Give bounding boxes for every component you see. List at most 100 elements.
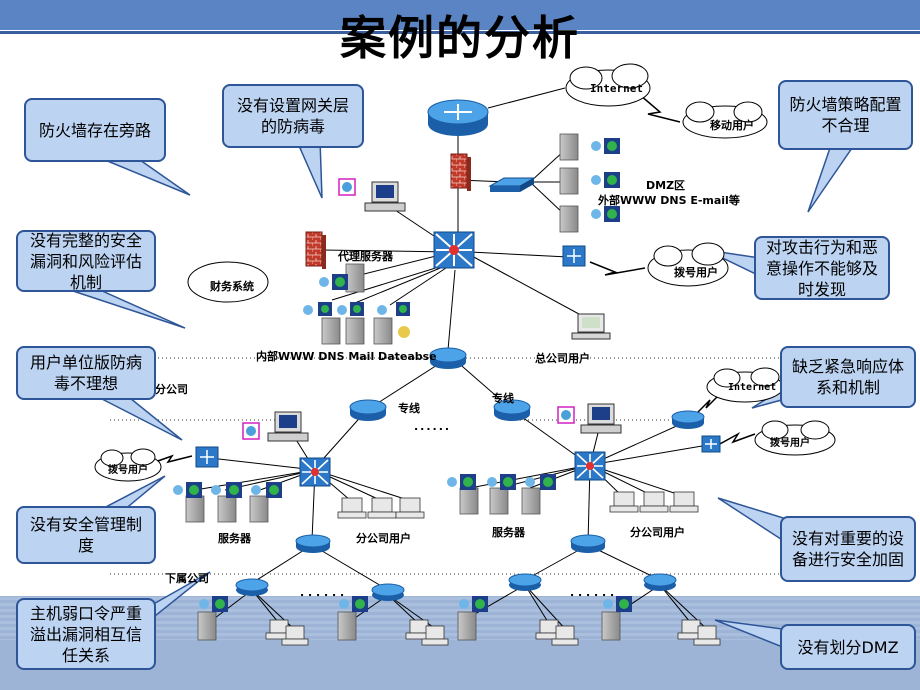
- callout-no-security-management: 没有安全管理制度: [16, 506, 156, 564]
- cloud-dialup-top: [647, 242, 729, 287]
- label-servers-right: 服务器: [492, 526, 525, 539]
- label-branch-users-left: 分公司用户: [356, 532, 411, 545]
- router-branch-left: [349, 399, 387, 421]
- server-right-1: [459, 487, 479, 515]
- label-dialup-left: 拨号用户: [108, 465, 148, 476]
- callout-antivirus-weak: 用户单位版防病毒不理想: [16, 346, 156, 400]
- dmz-switch: [488, 177, 536, 192]
- label-hq-users: 总公司用户: [535, 352, 590, 365]
- server-sub-1: [197, 611, 217, 641]
- label-dots-mid: ......: [414, 420, 452, 433]
- server-dmz-2: [559, 167, 579, 195]
- page-title: 案例的分析: [340, 11, 580, 65]
- badge-internal: [303, 302, 410, 338]
- servers: [185, 133, 621, 641]
- label-dots-bottom-left: . . . . . .: [300, 586, 345, 599]
- label-leased-line-left: 专线: [398, 402, 420, 415]
- callout-weak-password: 主机弱口令严重溢出漏洞相互信任关系: [16, 598, 156, 670]
- core-switch-right: [574, 451, 606, 481]
- firewall-main: [450, 153, 471, 191]
- cloud-dialup-left: [94, 448, 162, 482]
- router-sub-3: [508, 573, 542, 591]
- cloud-internet-top: [565, 63, 651, 107]
- cloud-mobile: [682, 101, 768, 139]
- server-sub-4: [601, 611, 621, 641]
- server-proxy: [345, 263, 365, 293]
- badge-left-servers: [173, 482, 282, 498]
- av-icons: [242, 178, 575, 440]
- label-leased-line-right: 专线: [492, 392, 514, 405]
- pc-hq: [571, 313, 611, 340]
- user-pcs: [265, 491, 721, 646]
- label-dmz-services: 外部WWW DNS E-mail等: [598, 194, 740, 207]
- badge-dmz-1: [591, 138, 620, 154]
- pc-top: [364, 181, 406, 212]
- router-right-dist: [570, 534, 606, 553]
- router-sub-1: [235, 578, 269, 596]
- core-switch-hq: [433, 231, 475, 269]
- pc-branch-left: [267, 411, 309, 442]
- label-subsidiary: 下属公司: [165, 572, 209, 585]
- header-bar: [0, 0, 920, 30]
- server-dmz-1: [559, 133, 579, 161]
- firewalls: [305, 153, 471, 269]
- cloud-internet-right: [706, 367, 784, 403]
- pc-branch-right: [580, 403, 622, 434]
- server-internal-2: [345, 317, 365, 345]
- server-internal-1: [321, 317, 341, 345]
- access-switch-right: [701, 435, 721, 453]
- label-internal-services: 内部WWW DNS Mail Dateabse: [256, 350, 437, 363]
- clouds: [94, 63, 836, 482]
- label-branch-users-right: 分公司用户: [630, 526, 685, 539]
- cloud-finance: [187, 261, 269, 303]
- label-dialup-top: 拨号用户: [674, 266, 718, 279]
- router-top: [427, 99, 489, 136]
- server-left-2: [217, 495, 237, 523]
- label-proxy-server: 代理服务器: [338, 250, 393, 263]
- callout-no-emergency-response: 缺乏紧急响应体系和机制: [780, 346, 916, 408]
- router-hq-wan: [429, 347, 467, 369]
- access-switches: [195, 245, 721, 468]
- label-branch: 分公司: [155, 383, 188, 396]
- server-left-3: [249, 495, 269, 523]
- label-mobile-user: 移动用户: [710, 119, 754, 132]
- router-left-dist: [295, 534, 331, 553]
- callout-no-hardening: 没有对重要的设备进行安全加固: [780, 516, 916, 582]
- wan-links: [154, 94, 756, 464]
- workstations: [267, 181, 622, 442]
- server-left-1: [185, 495, 205, 523]
- badge-right-servers: [447, 474, 556, 490]
- core-switches: [299, 231, 606, 487]
- badge-sub: [199, 596, 632, 612]
- label-dialup-right: 拨号用户: [770, 438, 810, 449]
- server-dmz-3: [559, 205, 579, 233]
- access-switch-top: [562, 245, 586, 267]
- cloud-dialup-right: [754, 420, 836, 456]
- label-internet-right: Internet: [728, 382, 777, 393]
- label-servers-left: 服务器: [218, 532, 251, 545]
- callout-firewall-policy: 防火墙策略配置不合理: [778, 80, 913, 150]
- badge-dmz-3: [591, 206, 620, 222]
- firewall-proxy: [305, 231, 326, 269]
- router-sub-4: [643, 573, 677, 591]
- badge-proxy: [319, 274, 348, 290]
- callout-no-gateway-antivirus: 没有设置网关层的防病毒: [222, 84, 364, 148]
- core-switch-left: [299, 457, 331, 487]
- router-branch-right: [493, 399, 531, 421]
- server-sub-2: [337, 611, 357, 641]
- badge-dmz-2: [591, 172, 620, 188]
- router-right-edge: [671, 410, 705, 429]
- label-dmz: DMZ区: [646, 179, 686, 192]
- label-finance-system: 财务系统: [210, 280, 254, 293]
- server-sub-3: [457, 611, 477, 641]
- router-sub-2: [371, 583, 405, 601]
- label-dots-bottom-right: . . . . . .: [570, 586, 615, 599]
- network-badges: [173, 138, 632, 612]
- callout-no-attack-detection: 对攻击行为和恶意操作不能够及时发现: [754, 236, 890, 300]
- server-internal-3: [373, 317, 393, 345]
- access-switch-left: [195, 446, 219, 468]
- label-internet-top: Internet: [590, 82, 643, 95]
- callout-no-dmz: 没有划分DMZ: [780, 624, 916, 670]
- header-divider: [0, 31, 920, 34]
